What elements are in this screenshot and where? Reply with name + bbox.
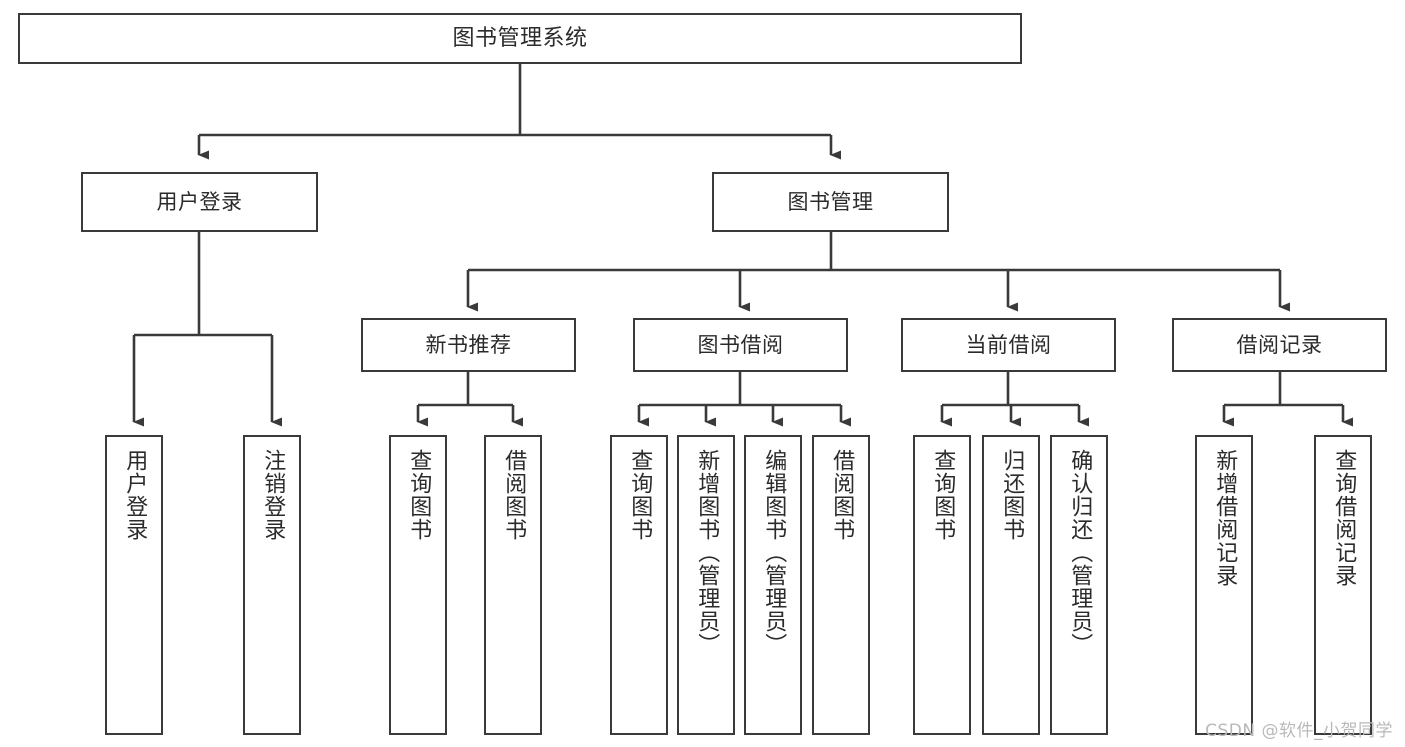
node-label: 编辑图书（管理员） — [761, 449, 787, 656]
node-current-borrow[interactable]: 当前借阅 — [901, 318, 1116, 372]
node-label: 确认归还（管理员） — [1067, 449, 1093, 656]
node-label: 图书借阅 — [697, 332, 784, 357]
node-label: 注销登录 — [260, 449, 286, 541]
leaf-borrow-book-1[interactable]: 借阅图书 — [484, 435, 542, 735]
node-label: 用户登录 — [122, 449, 148, 541]
leaf-borrow-book-2[interactable]: 借阅图书 — [812, 435, 870, 735]
node-label: 新增借阅记录 — [1212, 449, 1238, 587]
node-label: 借阅记录 — [1236, 332, 1323, 357]
node-label: 新书推荐 — [425, 332, 512, 357]
node-label: 查询图书 — [627, 449, 653, 541]
node-root-library-management-system[interactable]: 图书管理系统 — [18, 13, 1022, 64]
node-label: 图书管理系统 — [452, 25, 588, 51]
node-label: 归还图书 — [999, 449, 1025, 541]
node-book-borrow[interactable]: 图书借阅 — [633, 318, 848, 372]
leaf-user-login[interactable]: 用户登录 — [105, 435, 163, 735]
leaf-query-book-3[interactable]: 查询图书 — [913, 435, 971, 735]
node-label: 借阅图书 — [501, 449, 527, 541]
node-new-book-recommend[interactable]: 新书推荐 — [361, 318, 576, 372]
leaf-query-record[interactable]: 查询借阅记录 — [1314, 435, 1372, 735]
leaf-query-book-1[interactable]: 查询图书 — [389, 435, 447, 735]
node-book-manage[interactable]: 图书管理 — [712, 172, 949, 232]
node-borrow-record[interactable]: 借阅记录 — [1172, 318, 1387, 372]
leaf-edit-book[interactable]: 编辑图书（管理员） — [744, 435, 802, 735]
node-label: 查询图书 — [930, 449, 956, 541]
leaf-logout-login[interactable]: 注销登录 — [243, 435, 301, 735]
leaf-confirm-return[interactable]: 确认归还（管理员） — [1050, 435, 1108, 735]
leaf-add-book[interactable]: 新增图书（管理员） — [677, 435, 735, 735]
watermark: CSDN @软件_小贺同学 — [1205, 721, 1393, 741]
leaf-return-book[interactable]: 归还图书 — [982, 435, 1040, 735]
node-label: 用户登录 — [156, 189, 243, 214]
node-label: 查询图书 — [406, 449, 432, 541]
node-label: 图书管理 — [787, 189, 874, 214]
node-label: 借阅图书 — [829, 449, 855, 541]
leaf-add-record[interactable]: 新增借阅记录 — [1195, 435, 1253, 735]
node-label: 查询借阅记录 — [1331, 449, 1357, 587]
node-label: 当前借阅 — [965, 332, 1052, 357]
leaf-query-book-2[interactable]: 查询图书 — [610, 435, 668, 735]
node-label: 新增图书（管理员） — [694, 449, 720, 656]
node-user-login[interactable]: 用户登录 — [81, 172, 318, 232]
